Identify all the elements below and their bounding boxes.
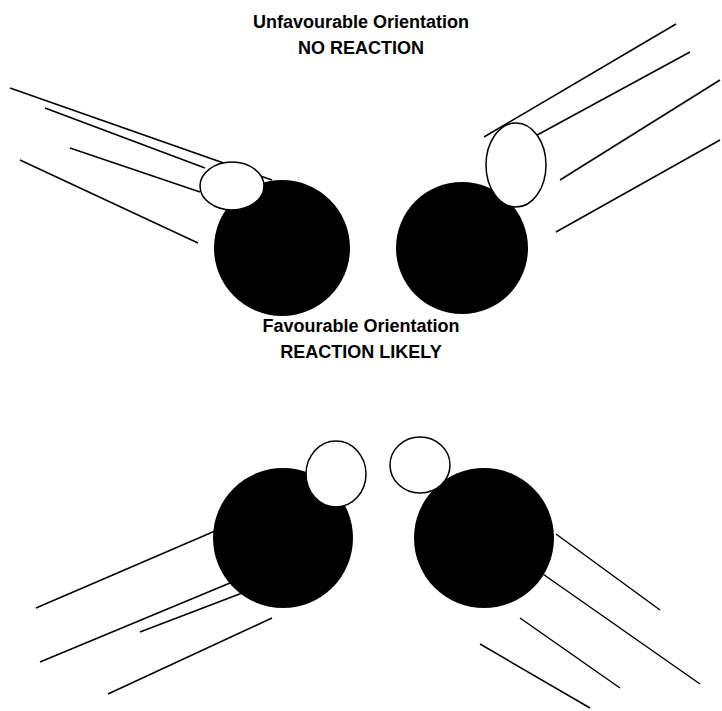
molecule [213,441,366,608]
motion-lines [10,24,720,708]
heading-label: Favourable Orientation [262,316,459,337]
heading-label: NO REACTION [298,38,424,59]
heading-label: Unfavourable Orientation [253,12,469,33]
heading-label: REACTION LIKELY [280,342,441,363]
molecule [396,123,546,314]
molecule [390,437,554,608]
molecule [200,162,350,316]
